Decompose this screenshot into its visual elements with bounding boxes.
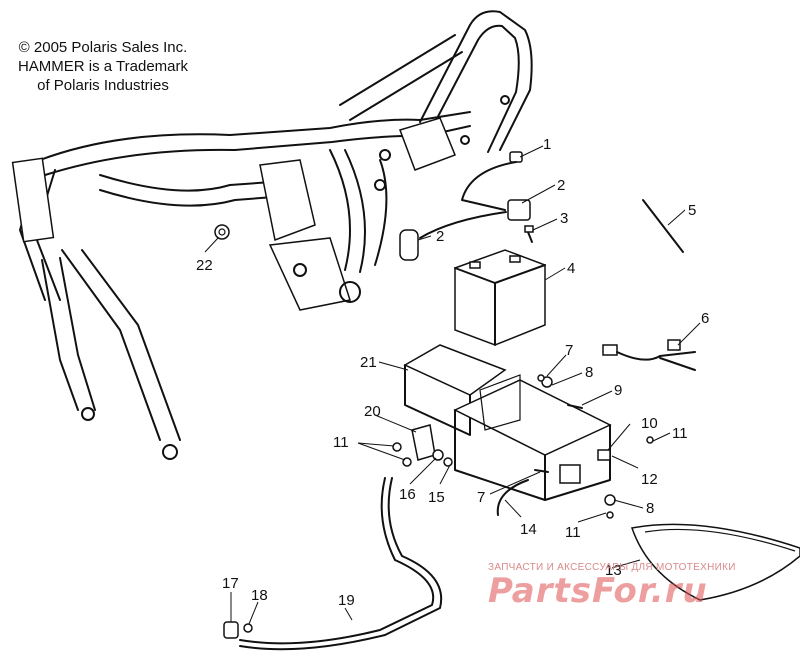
callout-labels: 1 2 2 3 4 5 6 7 8 9 10 11 11 12 13 14 15… (196, 136, 709, 609)
fittings-parts-17-18 (223, 621, 253, 639)
callout-21: 21 (360, 354, 377, 371)
battery-tray-assembly (392, 344, 654, 519)
callout-14: 14 (520, 521, 537, 538)
callout-10: 10 (641, 415, 658, 432)
callout-9: 9 (614, 382, 622, 399)
callout-13: 13 (605, 562, 622, 579)
callout-11c: 11 (565, 524, 581, 541)
watermark: ЗАПЧАСТИ И АКСЕССУАРЫ ДЛЯ МОТОТЕХНИКИ Pa… (488, 562, 788, 611)
hose-part-19 (239, 477, 443, 651)
callout-11b: 11 (333, 434, 349, 451)
callout-16: 16 (399, 486, 416, 503)
screw-part-3 (524, 225, 534, 243)
watermark-tagline: ЗАПЧАСТИ И АКСЕССУАРЫ ДЛЯ МОТОТЕХНИКИ (488, 562, 736, 573)
leader-lines (204, 145, 701, 625)
callout-15: 15 (428, 489, 445, 506)
callout-1: 1 (543, 136, 551, 153)
seat-part-13 (631, 523, 800, 601)
callout-8a: 8 (585, 364, 593, 381)
copyright-line-3: of Polaris Industries (37, 77, 169, 94)
cable-coil-parts-1-2 (399, 151, 531, 261)
callout-18: 18 (251, 587, 268, 604)
battery-part-4 (454, 249, 546, 346)
callout-20: 20 (364, 403, 381, 420)
callout-4: 4 (567, 260, 575, 277)
callout-11a: 11 (672, 425, 688, 442)
callout-17: 17 (222, 575, 239, 592)
callout-7a: 7 (565, 342, 573, 359)
callout-7b: 7 (477, 489, 485, 506)
motorcycle-frame (11, 10, 533, 460)
callout-5: 5 (688, 202, 696, 219)
callout-8b: 8 (646, 500, 654, 517)
copyright-notice: © 2005 Polaris Sales Inc. HAMMER is a Tr… (8, 38, 198, 95)
copyright-line-1: © 2005 Polaris Sales Inc. (18, 39, 188, 56)
callout-3: 3 (560, 210, 568, 227)
watermark-brand: PartsFor.ru (488, 571, 708, 611)
callout-6: 6 (701, 310, 709, 327)
callout-12: 12 (641, 471, 658, 488)
harness-part-6 (602, 339, 696, 371)
grommet-part-22 (214, 224, 230, 240)
callout-2b: 2 (436, 228, 444, 245)
callout-2a: 2 (557, 177, 565, 194)
callout-19: 19 (338, 592, 355, 609)
rod-part-5 (642, 199, 684, 253)
strap-part-14 (496, 479, 529, 516)
copyright-line-2: HAMMER is a Trademark (17, 58, 189, 75)
callout-22: 22 (196, 257, 213, 274)
